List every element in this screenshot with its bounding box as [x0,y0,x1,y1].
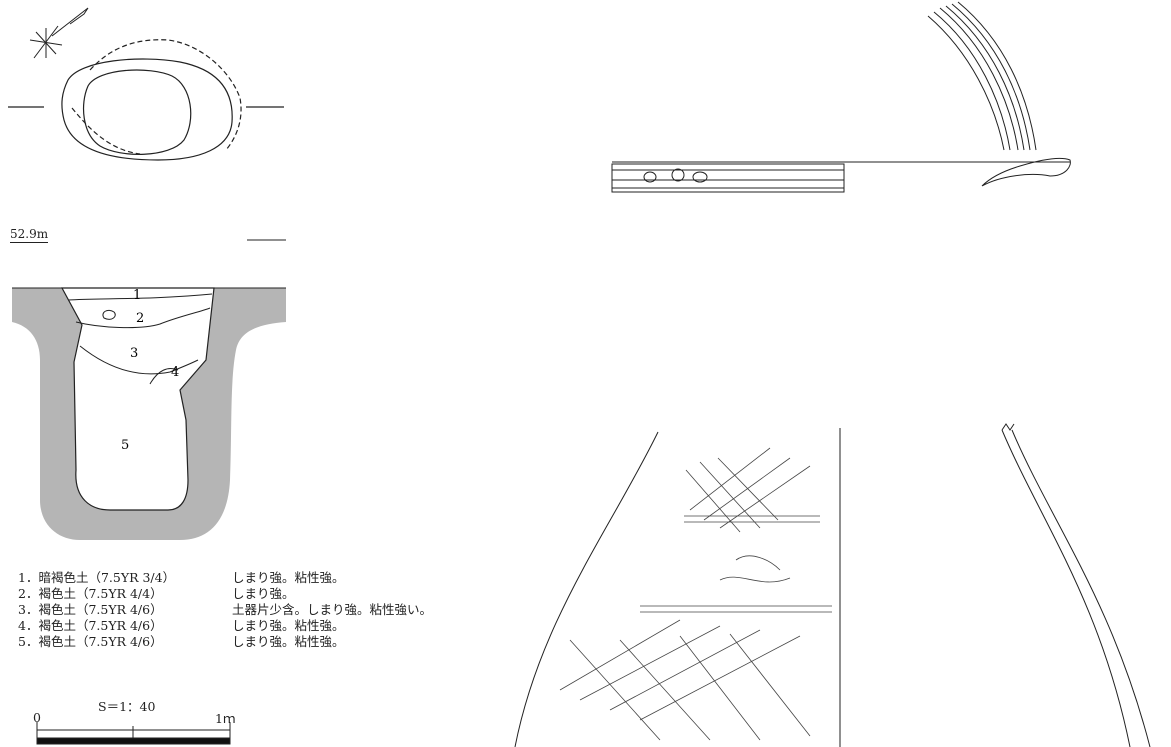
scale-ratio: S＝1：40 [98,699,156,714]
legend-note: しまり強。 [232,586,295,601]
legend-row: 2．褐色土（7.5YR 4/4） しまり強。 [18,586,432,602]
layer-3-label: 3 [130,346,138,361]
pit-section-view: 1 2 3 4 5 [12,287,286,540]
legend-note: しまり強。粘性強。 [232,618,345,633]
legend-row: 1．暗褐色土（7.5YR 3/4） しまり強。粘性強。 [18,570,432,586]
legend-row: 5．褐色土（7.5YR 4/6） しまり強。粘性強。 [18,634,432,650]
scale-bar [36,722,231,745]
layer-2-label: 2 [136,311,144,326]
layer-legend: 1．暗褐色土（7.5YR 3/4） しまり強。粘性強。 2．褐色土（7.5YR 4… [18,570,432,650]
elevation-label: 52.9m [10,227,49,243]
pit-plan-view [8,39,284,161]
legend-desc: 3．褐色土（7.5YR 4/6） [18,602,163,617]
legend-note: しまり強。粘性強。 [232,570,345,585]
legend-note: しまり強。粘性強。 [232,634,345,649]
legend-desc: 4．褐色土（7.5YR 4/6） [18,618,163,633]
legend-note: 土器片少含。しまり強。粘性強い。 [232,602,433,617]
north-arrow-icon [29,7,89,59]
legend-row: 4．褐色土（7.5YR 4/6） しまり強。粘性強。 [18,618,432,634]
layer-1-label: 1 [133,288,141,303]
legend-row: 3．褐色土（7.5YR 4/6） 土器片少含。しまり強。粘性強い。 [18,602,432,618]
layer-5-label: 5 [121,438,129,453]
legend-desc: 2．褐色土（7.5YR 4/4） [18,586,163,601]
layer-4-label: 4 [171,365,179,380]
legend-desc: 5．褐色土（7.5YR 4/6） [18,634,163,649]
rim-fragment-drawing [611,1,1071,193]
scale-end: 1ｍ [215,711,236,726]
scale-start: 0 [33,710,41,725]
legend-desc: 1．暗褐色土（7.5YR 3/4） [18,570,176,585]
vessel-body-drawing [514,423,1151,747]
